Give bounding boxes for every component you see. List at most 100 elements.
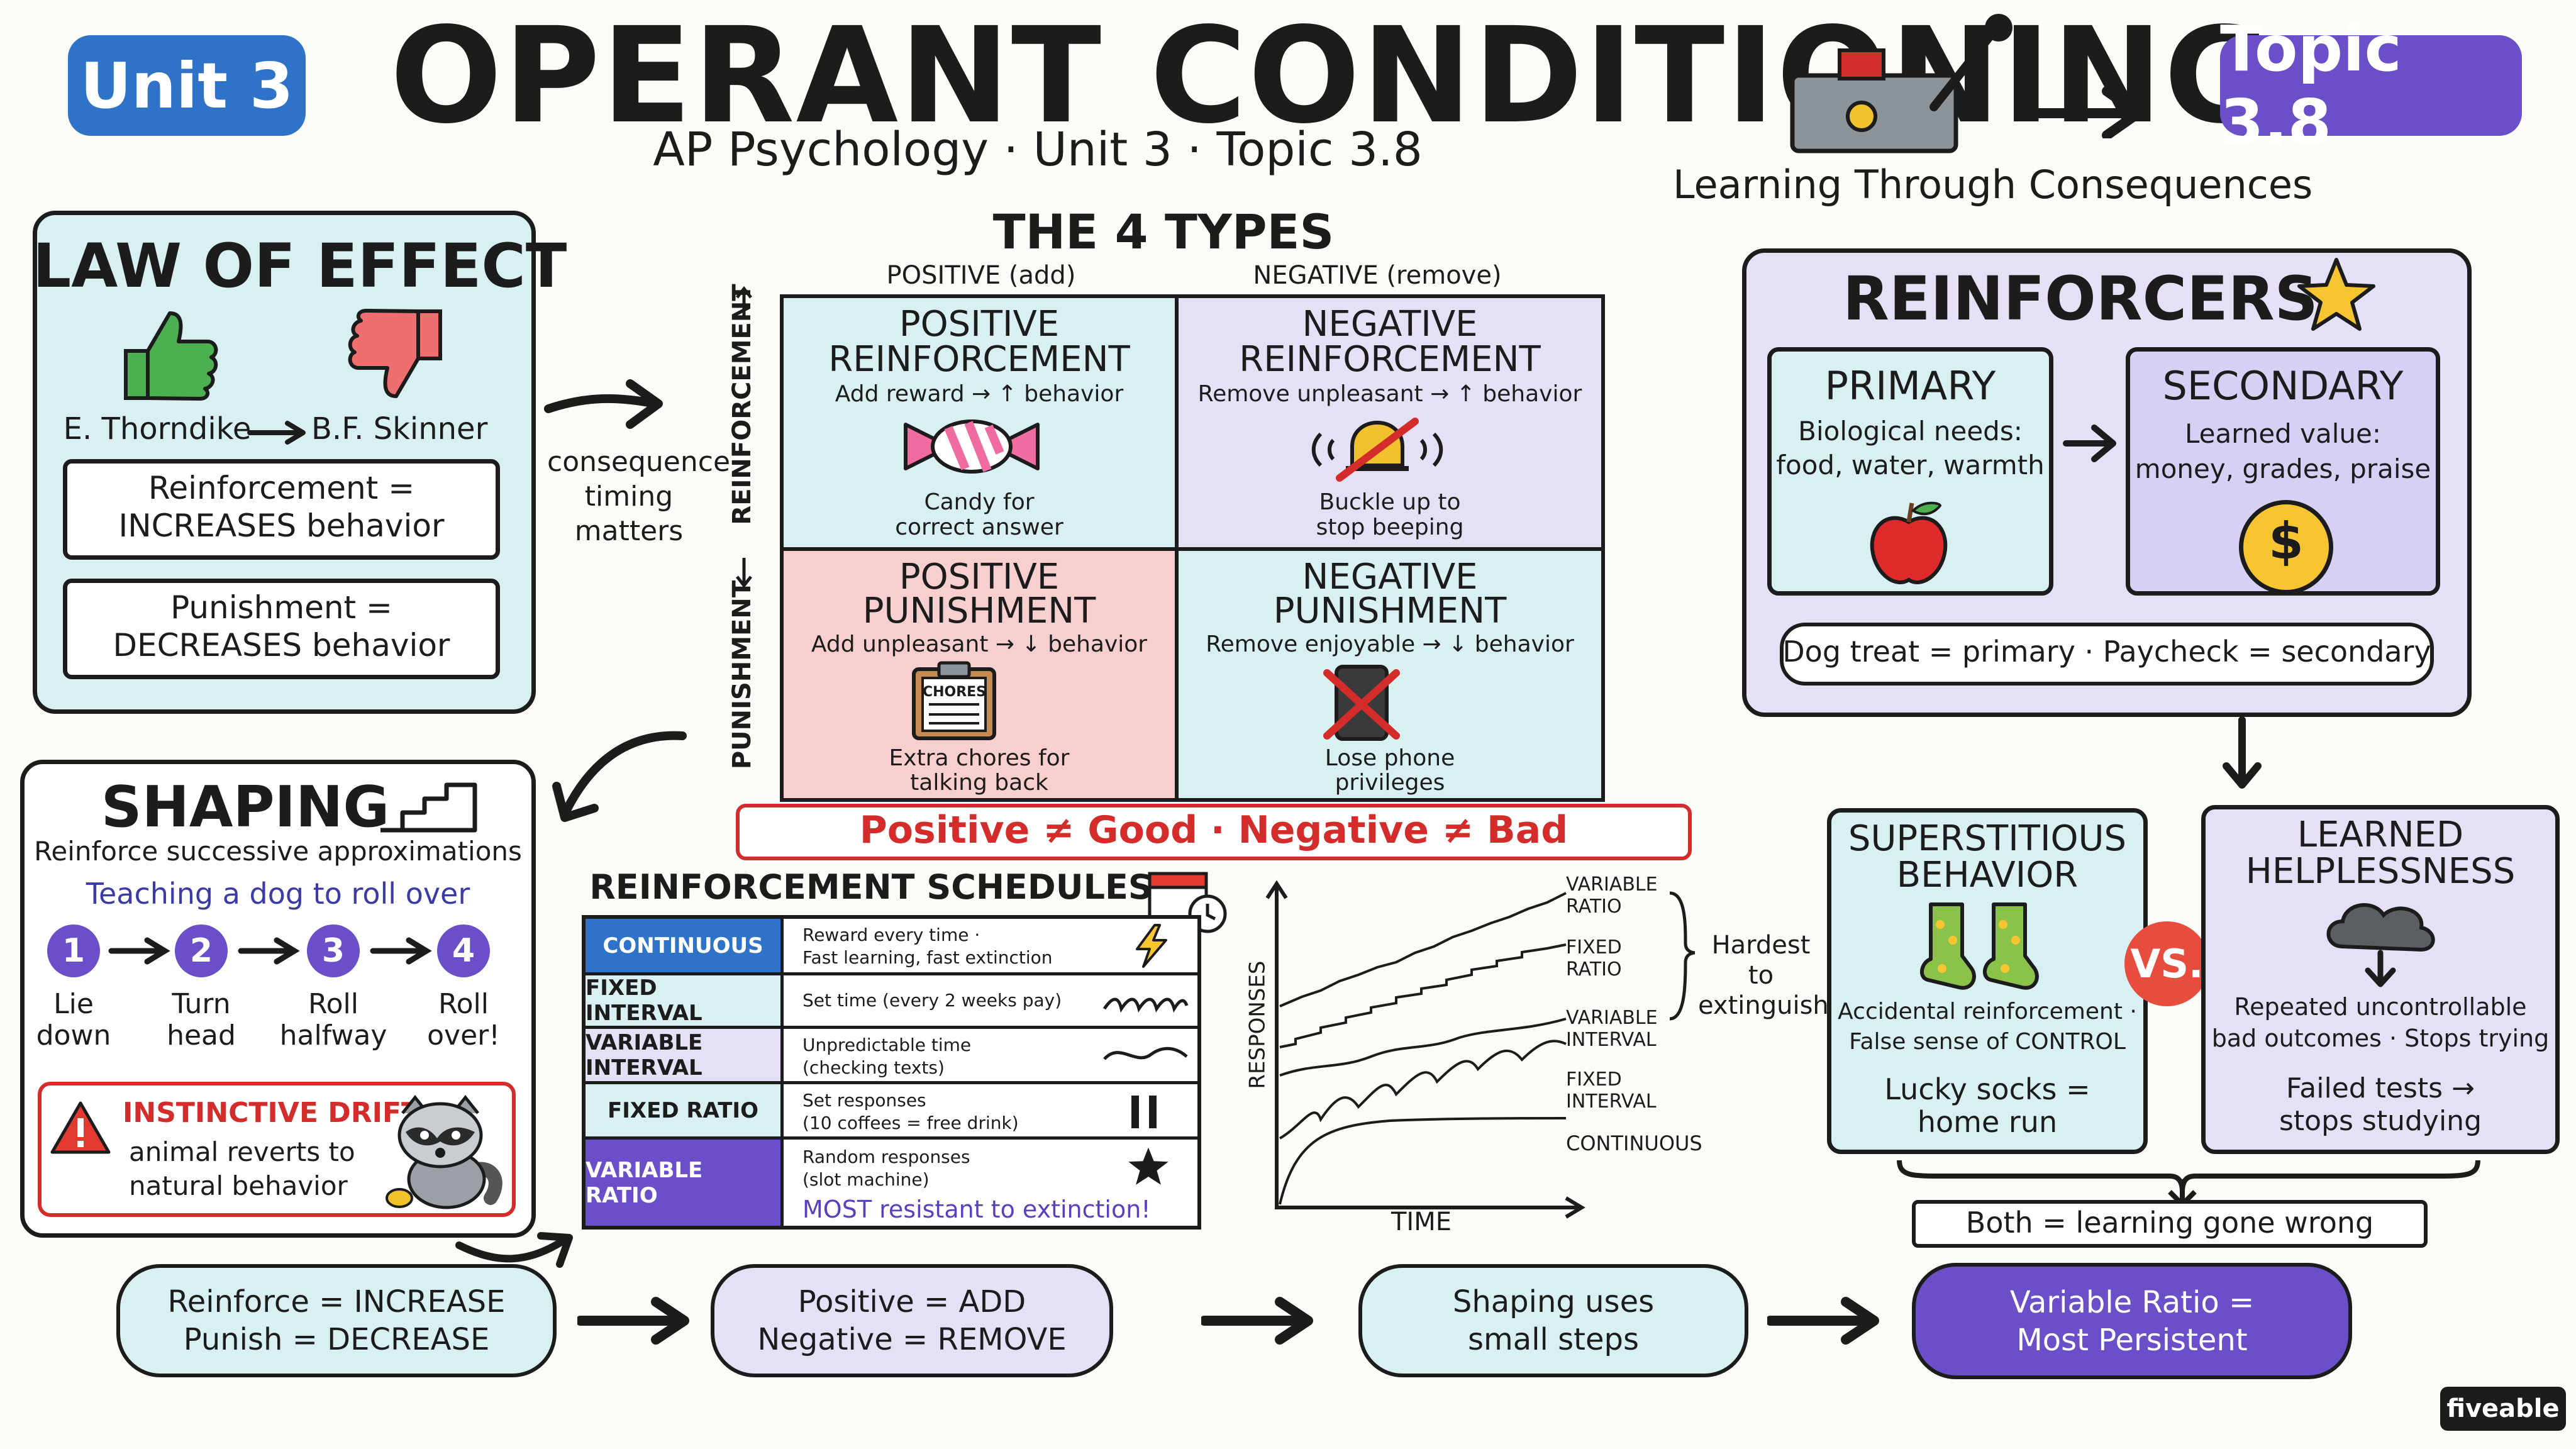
variable-interval-line — [1279, 1018, 1567, 1077]
lightning-icon — [1130, 924, 1174, 968]
summary-cloud-shaping: Shaping uses small steps — [1358, 1264, 1748, 1377]
schedule-label-fixed-interval: FIXED INTERVAL — [586, 975, 784, 1026]
summary-cloud-positive-negative: Positive = ADD Negative = REMOVE — [711, 1264, 1113, 1377]
shaping-to-summary-arrow — [453, 1220, 579, 1277]
extinguish-note-line1: Hardest — [1711, 931, 1811, 960]
row-punishment-header: PUNISHMENT — [728, 580, 757, 770]
series-fixed-ratio: FIXED RATIO — [1566, 936, 1622, 980]
positive-negative-banner — [736, 804, 1692, 860]
col-positive-header: POSITIVE (add) — [886, 261, 1076, 290]
schedule-label-continuous: CONTINUOUS — [586, 919, 784, 972]
superstitious-example1: Lucky socks = — [1884, 1072, 2090, 1106]
summary-cloud-variable-ratio: Variable Ratio = Most Persistent — [1912, 1263, 2352, 1379]
extinguish-note-line2: to — [1748, 961, 1774, 990]
col-negative-header: NEGATIVE (remove) — [1253, 261, 1502, 290]
summary-2-line2: Negative = REMOVE — [757, 1322, 1067, 1357]
law-to-types-arrow — [542, 365, 668, 434]
step-3-line1: Roll — [308, 988, 358, 1020]
calendar-clock-icon — [1145, 865, 1233, 934]
header-arrow — [2019, 75, 2151, 140]
shaping-title: SHAPING — [101, 774, 390, 840]
muted-bell-icon — [1302, 415, 1453, 484]
summary-1-line1: Reinforce = INCREASE — [167, 1284, 506, 1319]
series-variable-interval: VARIABLE INTERVAL — [1566, 1007, 1658, 1051]
vs-label: VS. — [2130, 941, 2204, 987]
both-note-box — [1912, 1200, 2428, 1248]
graph-x-label: TIME — [1391, 1208, 1452, 1236]
consequence-note-line2: timing — [584, 480, 674, 513]
step-4-line1: Roll — [438, 988, 489, 1020]
reinforcement-line1: Reinforcement = — [148, 470, 415, 506]
summary-arrow-2 — [1199, 1296, 1321, 1346]
negative-reinforcement-quadrant — [1175, 294, 1605, 551]
thorndike-to-skinner-arrow — [247, 420, 309, 445]
neg-reinf-title1: NEGATIVE — [1302, 304, 1478, 345]
shaping-example: Teaching a dog to roll over — [86, 877, 470, 911]
schedule-label-variable-interval: VARIABLE INTERVAL — [586, 1029, 784, 1081]
schedule-desc-continuous-1: Reward every time · — [802, 924, 980, 945]
consequence-note-line1: consequence — [547, 446, 731, 478]
superstitious-example2: home run — [1917, 1105, 2058, 1139]
series-continuous: CONTINUOUS — [1566, 1131, 1702, 1155]
helplessness-example1: Failed tests → — [2286, 1072, 2475, 1104]
extinguish-note-line3: extinguish — [1698, 991, 1829, 1020]
four-types-title: THE 4 TYPES — [992, 204, 1335, 260]
neg-reinf-example2: stop beeping — [1316, 514, 1464, 540]
neg-pun-example2: privileges — [1335, 770, 1445, 796]
vs-badge — [2124, 921, 2209, 1006]
coin-symbol: $ — [2268, 512, 2304, 570]
step-2-line1: Turn — [172, 988, 231, 1020]
step-arrow-1 — [108, 937, 171, 965]
brand-logo: fiveable — [2440, 1387, 2566, 1431]
superstitious-line1: Accidental reinforcement · — [1838, 999, 2137, 1024]
reinforcement-definition — [63, 459, 500, 560]
drift-line2: natural behavior — [129, 1170, 348, 1201]
chores-label: CHORES — [922, 684, 987, 700]
candy-icon — [899, 415, 1044, 478]
schedule-row-fixed-ratio: FIXED RATIO Set responses (10 coffees = … — [586, 1081, 1197, 1136]
thumbs-up-icon — [113, 307, 226, 401]
schedule-label-fixed-ratio: FIXED RATIO — [586, 1084, 784, 1136]
continuous-line — [1279, 1117, 1567, 1205]
scallop-wave-icon — [1101, 987, 1189, 1015]
apple-icon — [1862, 497, 1956, 591]
pos-reinf-rule: Add reward → ↑ behavior — [835, 381, 1124, 407]
variable-ratio-line — [1279, 892, 1567, 1008]
secondary-line1: Learned value: — [2184, 418, 2382, 449]
coin-icon — [2239, 500, 2333, 594]
schedule-row-continuous: CONTINUOUS Reward every time · Fast lear… — [586, 919, 1197, 972]
summary-cloud-reinforce-punish: Reinforce = INCREASE Punish = DECREASE — [116, 1264, 557, 1377]
schedule-desc-fixed-ratio-2: (10 coffees = free drink) — [802, 1113, 1019, 1133]
helplessness-example2: stops studying — [2279, 1105, 2482, 1137]
punishment-definition — [63, 579, 500, 679]
summary-3-line2: small steps — [1468, 1322, 1639, 1357]
step-1-circle: 1 — [47, 924, 100, 977]
punishment-line1: Punishment = — [170, 589, 392, 626]
raccoon-icon — [371, 1091, 509, 1211]
neg-pun-rule: Remove enjoyable → ↓ behavior — [1206, 631, 1574, 657]
primary-title: PRIMARY — [1824, 363, 1996, 409]
secondary-title: SECONDARY — [2162, 363, 2404, 409]
schedule-desc-variable-ratio-1: Random responses — [802, 1146, 970, 1167]
skinner-label: B.F. Skinner — [311, 411, 488, 447]
learned-helplessness-panel — [2201, 805, 2560, 1154]
superstitious-line2: False sense of CONTROL — [1849, 1029, 2126, 1055]
summary-arrow-3 — [1765, 1296, 1887, 1346]
response-graph — [1226, 874, 1717, 1252]
neg-reinf-rule: Remove unpleasant → ↑ behavior — [1197, 381, 1582, 407]
schedules-table: CONTINUOUS Reward every time · Fast lear… — [582, 915, 1201, 1230]
neg-pun-title2: PUNISHMENT — [1273, 591, 1507, 631]
thumbs-down-icon — [340, 308, 453, 402]
helplessness-line1: Repeated uncontrollable — [2234, 993, 2527, 1021]
step-3-line2: halfway — [279, 1019, 387, 1052]
step-3-circle: 3 — [307, 924, 360, 977]
chores-clipboard-icon — [909, 660, 1000, 742]
both-note: Both = learning gone wrong — [1965, 1206, 2374, 1240]
page-subtitle: AP Psychology · Unit 3 · Topic 3.8 — [653, 123, 1423, 177]
reinforcement-line2: INCREASES behavior — [118, 508, 445, 544]
banner-text: Positive ≠ Good · Negative ≠ Bad — [859, 808, 1568, 852]
reinforcers-title: REINFORCERS — [1843, 264, 2318, 334]
neg-reinf-example1: Buckle up to — [1319, 489, 1461, 515]
helplessness-title2: HELPLESSNESS — [2245, 851, 2516, 892]
